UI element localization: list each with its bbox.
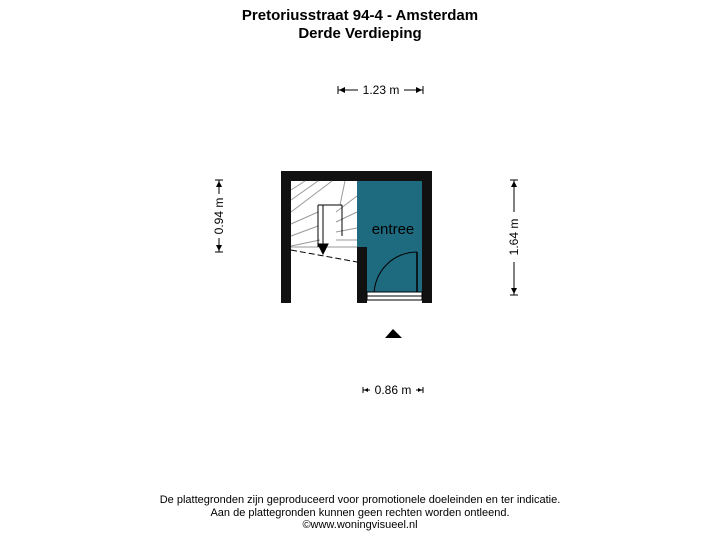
dimension-bottom-label: 0.86 m bbox=[375, 383, 412, 397]
floor-title: Derde Verdieping bbox=[298, 25, 422, 42]
walls bbox=[281, 171, 432, 303]
room-label-entree: entree bbox=[372, 221, 415, 238]
dimension-right bbox=[510, 179, 518, 296]
entrance-arrow-icon bbox=[385, 329, 402, 338]
room-entree bbox=[357, 181, 422, 296]
dimension-bottom bbox=[362, 387, 424, 393]
dimension-right-label: 1.64 m bbox=[507, 219, 521, 256]
address-title: Pretoriusstraat 94-4 - Amsterdam bbox=[241, 7, 479, 24]
footer-copyright: ©www.woningvisueel.nl bbox=[302, 519, 418, 531]
footer-rights: Aan de plattegronden kunnen geen rechten… bbox=[210, 507, 510, 519]
dimension-top bbox=[337, 86, 424, 94]
dimension-left bbox=[215, 179, 223, 253]
dimension-top-label: 1.23 m bbox=[363, 83, 400, 97]
door bbox=[366, 251, 423, 301]
footer-disclaimer: De plattegronden zijn geproduceerd voor … bbox=[159, 494, 561, 506]
staircase bbox=[290, 180, 358, 263]
dimension-left-label: 0.94 m bbox=[212, 198, 226, 235]
